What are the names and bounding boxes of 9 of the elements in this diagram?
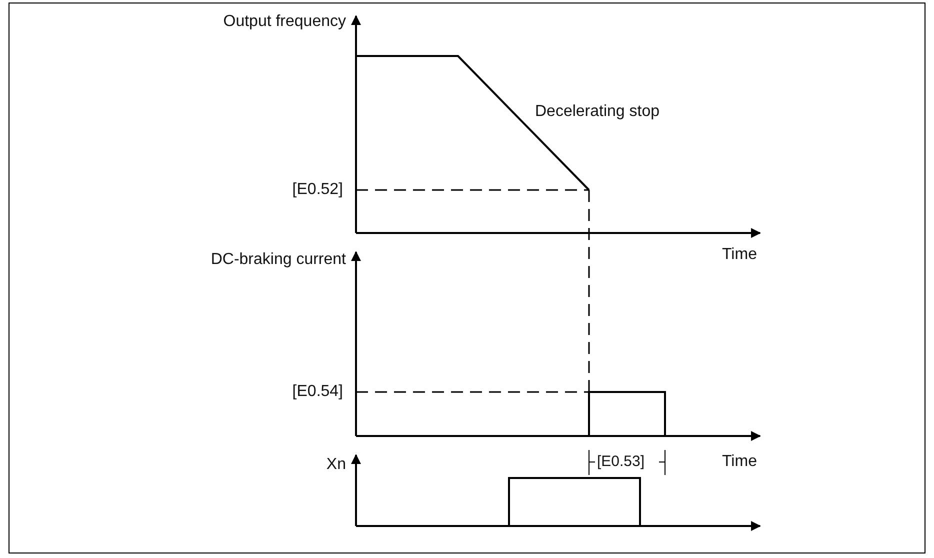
value-label: [E0.52]	[292, 181, 343, 199]
axis-title: DC-braking current	[210, 251, 346, 269]
axis-title: Time	[722, 246, 757, 264]
axis-title: Xn	[326, 456, 346, 474]
axis-title: Time	[722, 453, 757, 471]
dimension-label: [E0.53]	[597, 453, 645, 471]
value-label: [E0.54]	[292, 383, 343, 401]
curve-label: Decelerating stop	[535, 103, 660, 121]
axis-title: Output frequency	[223, 13, 346, 31]
